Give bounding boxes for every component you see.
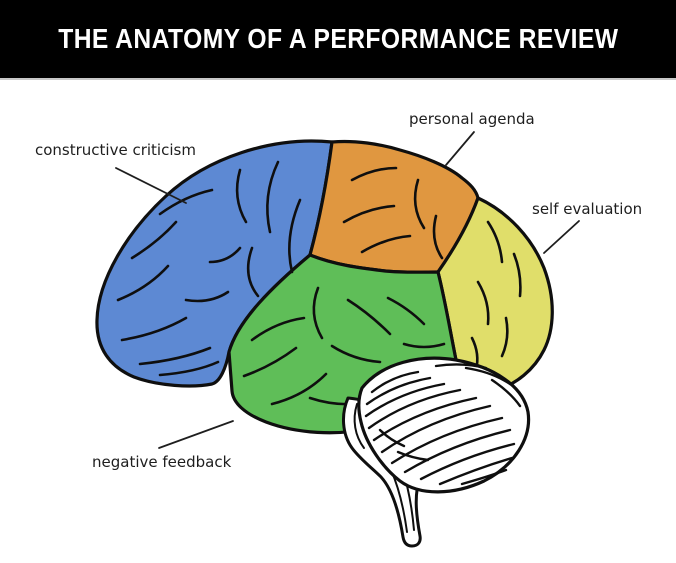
page-title: THE ANATOMY OF A PERFORMANCE REVIEW xyxy=(57,23,619,54)
leader-line-constructive-criticism xyxy=(115,167,187,204)
label-negative-feedback: negative feedback xyxy=(92,453,232,471)
leader-lines xyxy=(115,131,580,449)
label-self-evaluation: self evaluation xyxy=(532,200,643,218)
parietal-lobe-gyri xyxy=(342,166,444,260)
leader-line-personal-agenda xyxy=(445,131,475,166)
header-bar: THE ANATOMY OF A PERFORMANCE REVIEW xyxy=(0,0,676,78)
cerebellum-hatching xyxy=(364,363,522,486)
frontal-lobe-gyri xyxy=(116,160,302,377)
temporal-lobe-gyri xyxy=(242,286,446,406)
leader-line-negative-feedback xyxy=(158,420,234,449)
header-divider xyxy=(0,78,676,80)
leader-line-self-evaluation xyxy=(543,220,580,254)
label-personal-agenda: personal agenda xyxy=(409,110,535,128)
label-constructive-criticism: constructive criticism xyxy=(35,141,196,159)
